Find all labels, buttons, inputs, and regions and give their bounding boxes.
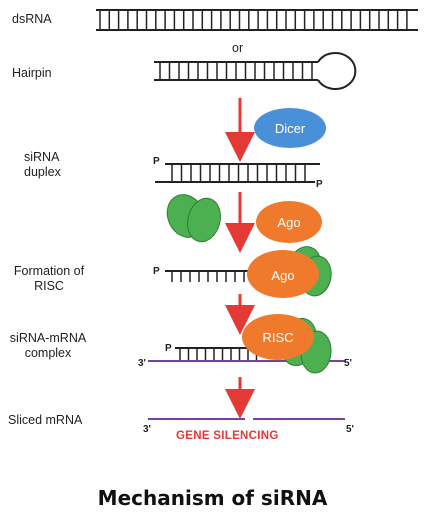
p-label-complex: P bbox=[165, 343, 172, 354]
risc-label: RISC bbox=[262, 330, 293, 345]
label-dsrna: dsRNA bbox=[12, 12, 52, 26]
label-sirna-duplex: siRNA duplex bbox=[24, 150, 61, 179]
label-or: or bbox=[232, 41, 244, 55]
ago-enzyme-bound bbox=[247, 250, 319, 298]
green-protein-free bbox=[166, 194, 221, 243]
dicer-label: Dicer bbox=[275, 121, 306, 136]
ago-enzyme-free bbox=[256, 201, 322, 243]
hairpin-structure bbox=[154, 52, 357, 90]
five-prime-complex: 5' bbox=[344, 358, 352, 369]
diagram-caption: Mechanism of siRNA bbox=[97, 486, 328, 510]
three-prime-complex: 3' bbox=[138, 358, 146, 369]
dicer-enzyme bbox=[254, 108, 326, 148]
five-prime-sliced: 5' bbox=[346, 424, 354, 435]
p-label-risc: P bbox=[153, 266, 160, 277]
dsrna-ladder bbox=[96, 9, 418, 31]
gene-silencing-label: GENE SILENCING bbox=[176, 430, 279, 442]
p-label-duplex-right: P bbox=[316, 179, 323, 190]
three-prime-sliced: 3' bbox=[143, 424, 151, 435]
ago-label-bound: Ago bbox=[271, 268, 294, 283]
ago-label-free: Ago bbox=[277, 215, 300, 230]
risc-complex bbox=[242, 314, 314, 360]
label-hairpin: Hairpin bbox=[12, 66, 52, 80]
label-sirna-mrna-complex: siRNA-mRNA complex bbox=[9, 331, 87, 360]
label-sliced-mrna: Sliced mRNA bbox=[8, 413, 83, 427]
label-formation-of-risc: Formation of RISC bbox=[13, 264, 85, 293]
sirna-duplex bbox=[155, 163, 320, 183]
p-label-duplex-left: P bbox=[153, 156, 160, 167]
